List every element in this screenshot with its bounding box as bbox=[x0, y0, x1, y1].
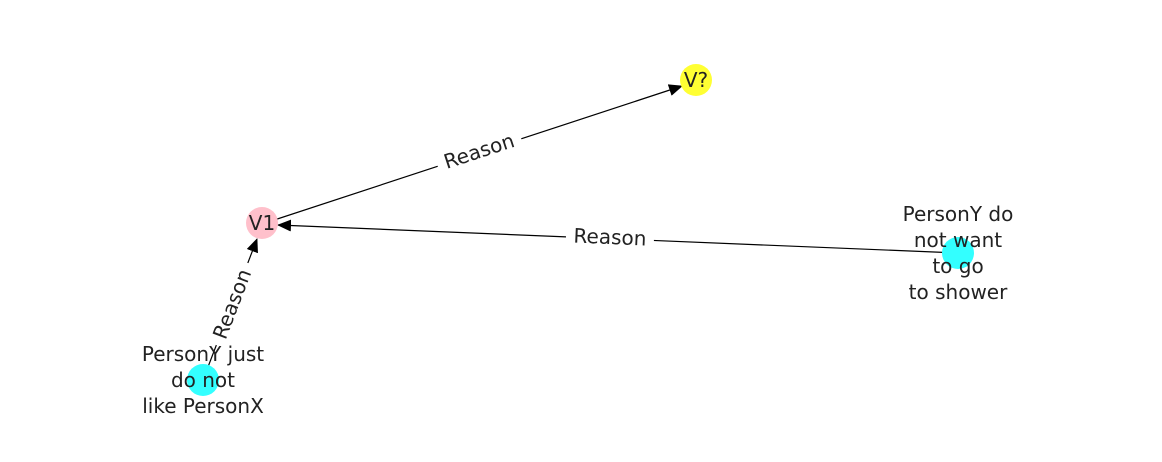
node-circle bbox=[680, 64, 712, 96]
node-circle bbox=[187, 364, 219, 396]
node-v-question: V? bbox=[680, 64, 712, 96]
node-v1: V1 bbox=[246, 207, 278, 239]
node-circle bbox=[942, 237, 974, 269]
node-circle bbox=[246, 207, 278, 239]
node-label: V1 bbox=[249, 211, 275, 235]
edge-label: Reason bbox=[441, 128, 518, 174]
edge-shower-to-v1: Reason bbox=[277, 219, 959, 254]
edge-label: Reason bbox=[208, 266, 257, 343]
edge-label: Reason bbox=[573, 223, 647, 250]
node-label: V? bbox=[684, 68, 708, 92]
edge-v1-to-vq: Reason bbox=[261, 84, 683, 225]
